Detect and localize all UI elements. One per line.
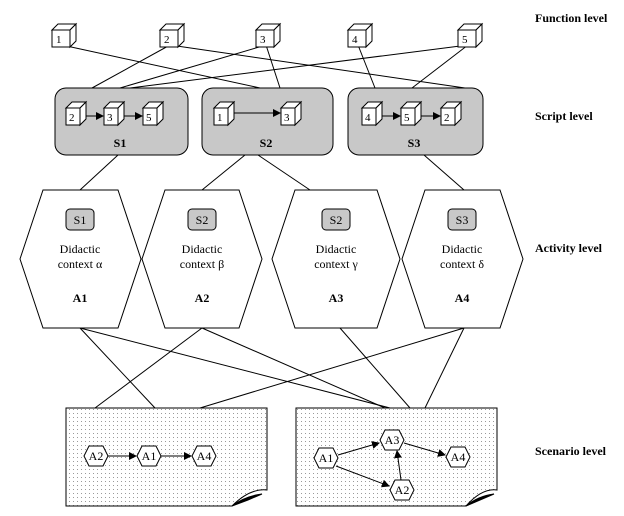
activity-label: A3: [329, 291, 344, 305]
function-cube-label: 4: [352, 34, 358, 46]
scenario-node: [379, 429, 405, 451]
script-box: 4 5 2 S3: [347, 87, 484, 156]
function-cube: 3: [254, 22, 282, 49]
scenario-node-label: A1: [319, 451, 334, 465]
scenario-node: [313, 447, 339, 469]
script-box: 1 3 S2: [201, 87, 334, 156]
activity-context-line2: context β: [180, 257, 224, 271]
activity-level-label: Activity level: [535, 241, 603, 255]
script-label: S1: [114, 136, 127, 150]
script-level-label: Script level: [535, 109, 593, 123]
script-cube-label: 3: [284, 112, 290, 124]
scenario-node-label: A4: [451, 450, 466, 464]
function-cube: 4: [346, 22, 374, 49]
scenario-node-label: A4: [197, 449, 212, 463]
activity-script-tag: S2: [330, 213, 343, 227]
function-cube-label: 1: [56, 34, 62, 46]
scenario-node: [389, 479, 415, 501]
script-cube-label: 2: [69, 112, 75, 124]
function-level-label: Function level: [535, 11, 608, 25]
function-cube: 1: [50, 22, 78, 49]
function-script-connections: [61, 44, 469, 89]
script-cube-label: 2: [444, 112, 450, 124]
script-cube-label: 4: [365, 112, 371, 124]
activity-context-line1: Didactic: [182, 242, 223, 256]
script-cube-label: 5: [404, 112, 410, 124]
activity-script-tag: S1: [74, 213, 87, 227]
script-cube-label: 3: [107, 112, 113, 124]
activity-hexagon: S2 Didactic context β A2: [141, 189, 263, 329]
activity-context-line1: Didactic: [442, 242, 483, 256]
script-label: S3: [408, 136, 421, 150]
activity-script-tag: S3: [456, 213, 469, 227]
activity-label: A4: [455, 291, 470, 305]
activity-script-tag: S2: [196, 213, 209, 227]
scenario-node: [191, 445, 217, 467]
activity-context-line1: Didactic: [316, 242, 357, 256]
script-activity-connections: [79, 154, 465, 191]
scenario-node: [445, 446, 471, 468]
scenario-node-label: A2: [89, 449, 104, 463]
activity-hexagon: S3 Didactic context δ A4: [401, 189, 524, 329]
scenario-node-label: A3: [385, 433, 400, 447]
function-cube: 2: [158, 22, 186, 49]
scenario-document: A2 A1 A4: [65, 407, 268, 507]
function-cube-label: 3: [260, 34, 266, 46]
scenario-level-label: Scenario level: [535, 444, 607, 458]
activity-context-line2: context δ: [440, 257, 484, 271]
function-cube-label: 2: [164, 34, 170, 46]
function-cube: 5: [456, 22, 484, 49]
activity-label: A1: [73, 291, 88, 305]
script-box: 2 3 5 S1: [54, 87, 189, 156]
script-cube-label: 5: [146, 112, 152, 124]
script-label: S2: [260, 136, 273, 150]
activity-context-line2: context γ: [314, 257, 358, 271]
scenario-node-label: A1: [142, 449, 157, 463]
activity-hexagon: S1 Didactic context α A1: [19, 189, 142, 329]
script-cube-label: 1: [217, 112, 223, 124]
activity-context-line1: Didactic: [60, 242, 101, 256]
activity-context-line2: context α: [58, 257, 103, 271]
activity-label: A2: [195, 291, 210, 305]
scenario-node-label: A2: [395, 483, 410, 497]
function-cube-label: 5: [462, 34, 468, 46]
activity-scenario-connections: [79, 327, 465, 409]
activity-hexagon: S2 Didactic context γ A3: [271, 189, 401, 329]
scenario-document: A1 A3 A4 A2: [295, 407, 498, 507]
